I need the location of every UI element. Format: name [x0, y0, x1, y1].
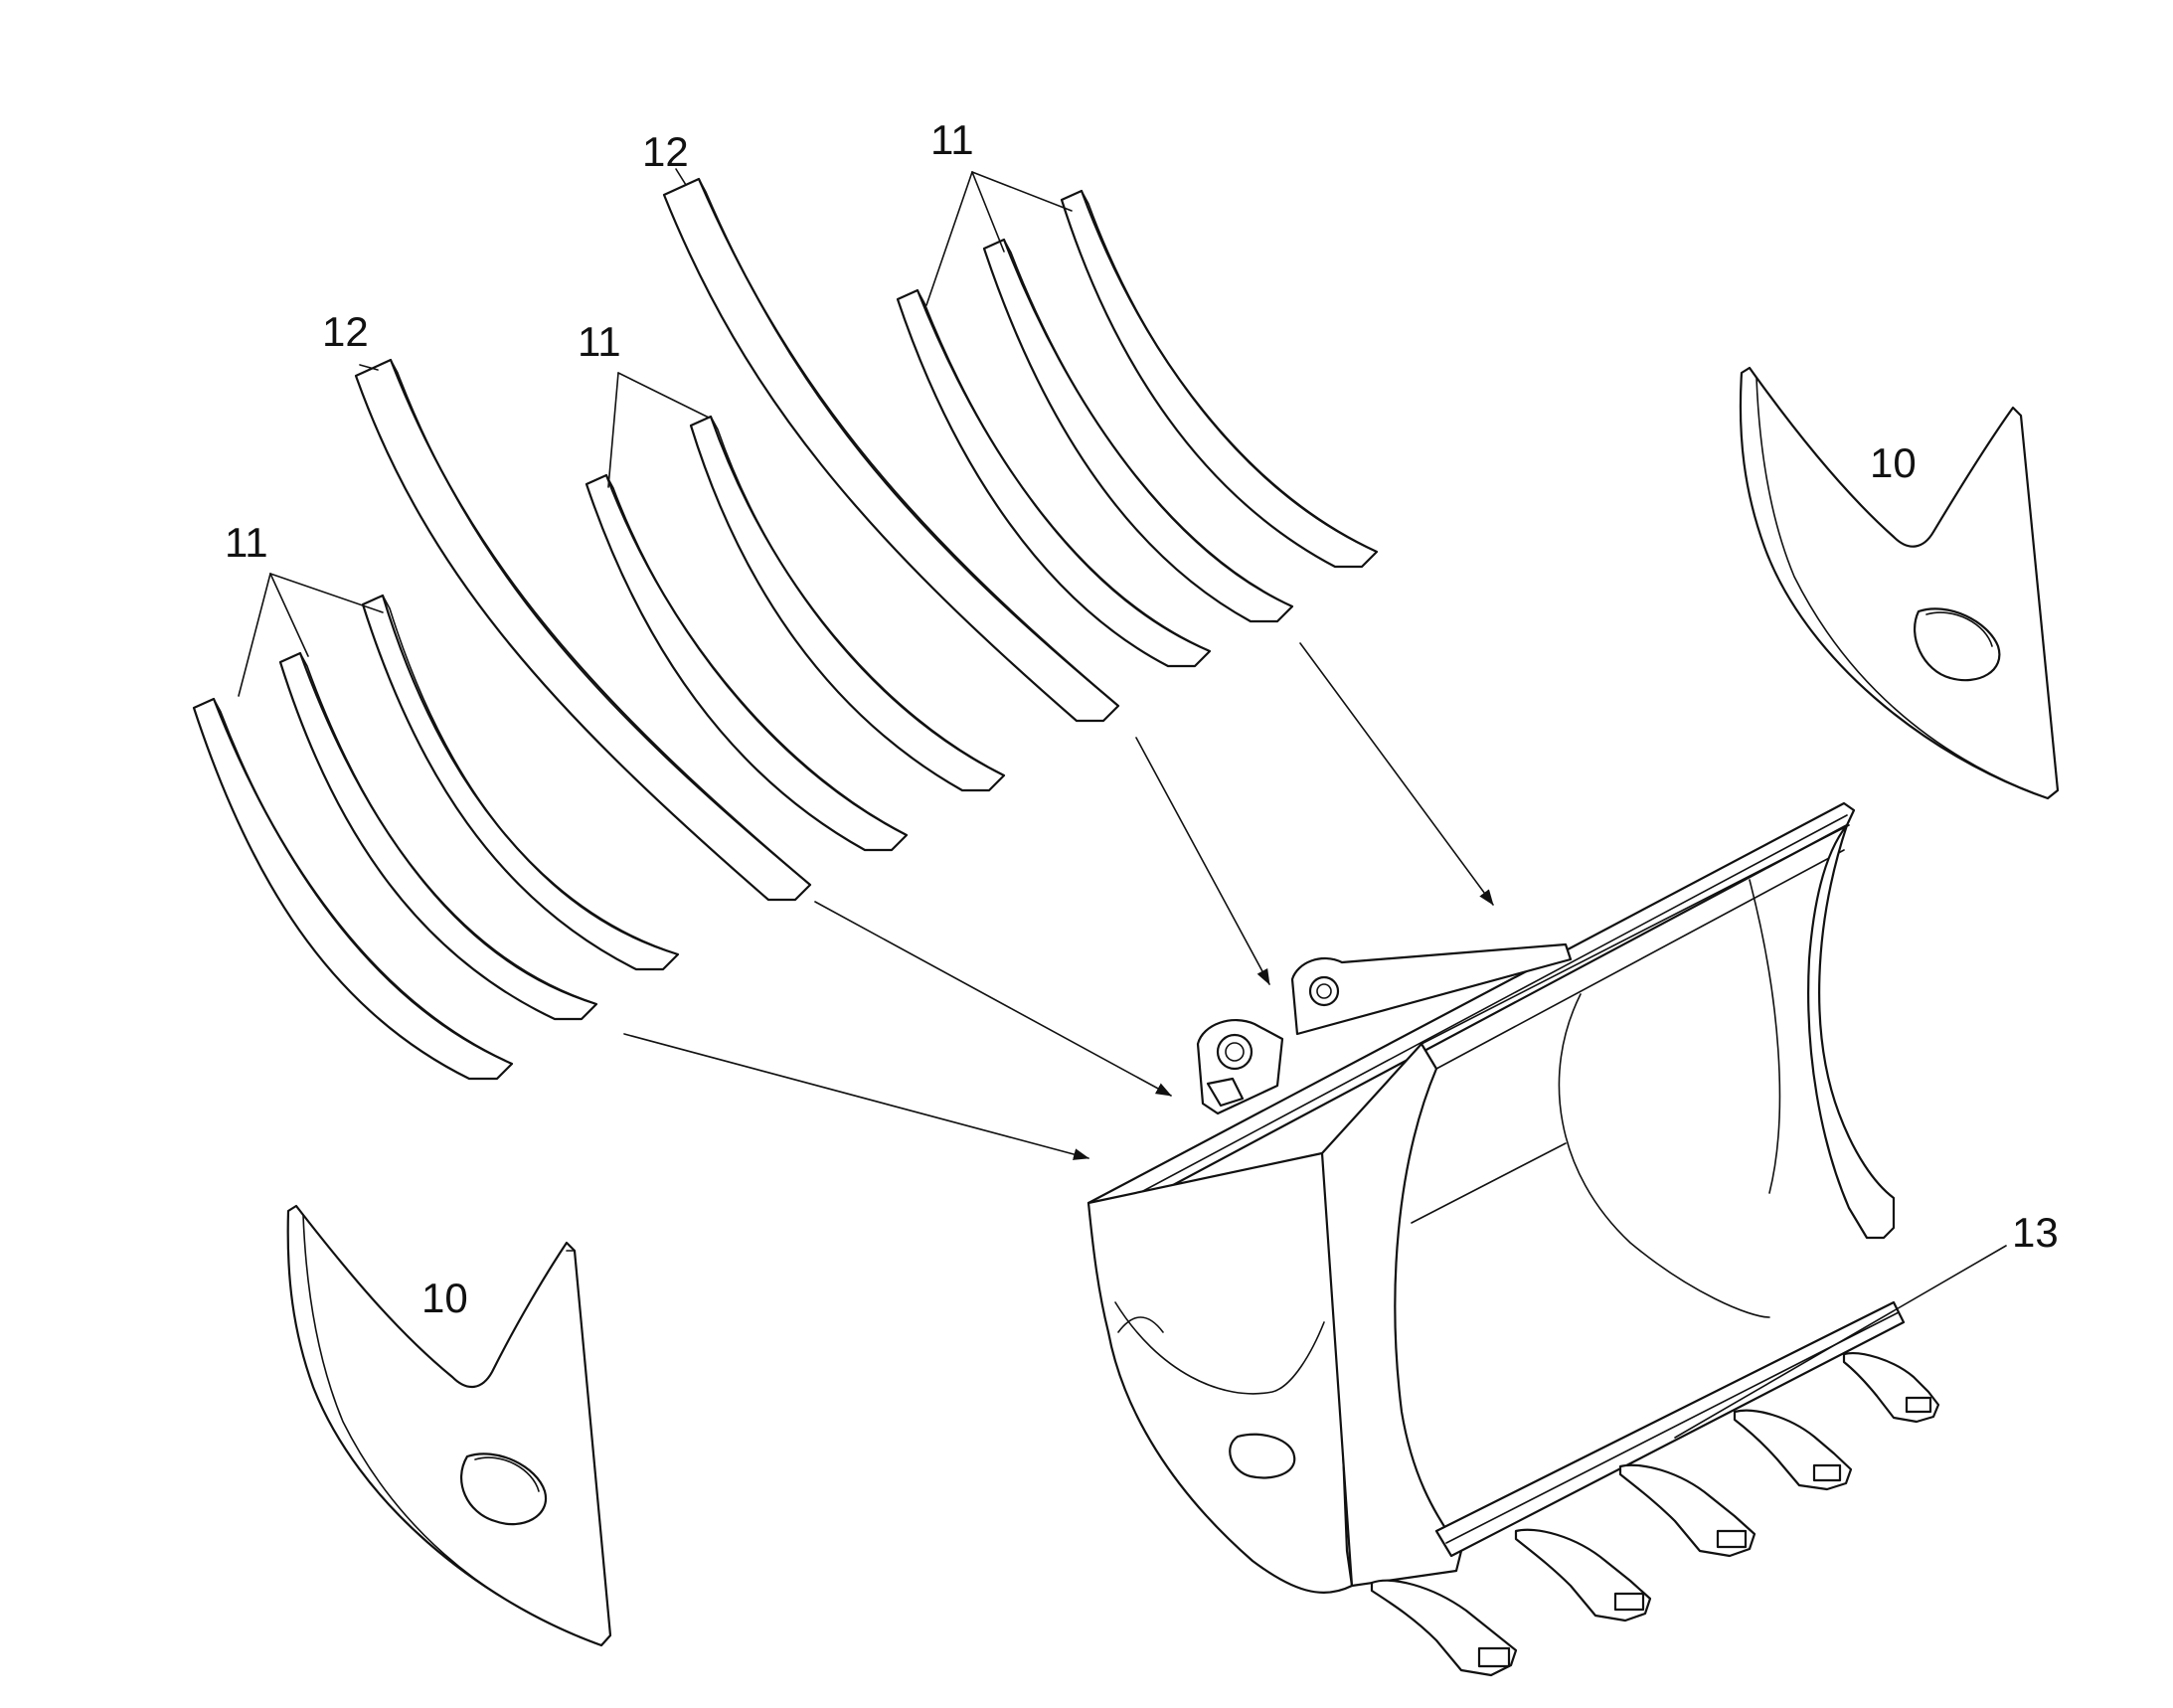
assembly-arrows: [623, 642, 1494, 1160]
wear-bars: [192, 177, 1379, 1081]
bucket-teeth: [1370, 1352, 1940, 1677]
loader-bucket: [1086, 801, 1940, 1677]
wear-bar-11-a: [192, 697, 514, 1081]
callout-10-left: 10: [421, 1275, 468, 1321]
callout-12-right: 12: [642, 128, 689, 175]
wear-bar-11-f: [896, 288, 1212, 668]
callout-12-left: 12: [322, 308, 369, 355]
wear-bar-11-d: [585, 473, 909, 852]
callout-labels: 12 12 11 11 11 10 10 13: [225, 116, 2059, 1321]
callout-11-right: 11: [930, 116, 974, 163]
callout-11-middle: 11: [578, 318, 621, 365]
wear-bar-11-c: [361, 594, 680, 971]
callout-11-left: 11: [225, 519, 268, 566]
side-plate-right: [1739, 366, 2060, 800]
wear-bar-11-b: [278, 651, 598, 1021]
side-plate-left: [286, 1204, 612, 1647]
wear-bar-11-g: [982, 238, 1294, 623]
wear-bar-11-h: [1060, 189, 1379, 569]
callout-13: 13: [2012, 1209, 2059, 1256]
leader-lines: [238, 168, 2007, 1439]
wear-bar-11-e: [689, 415, 1006, 792]
wear-bar-12-left: [354, 358, 812, 902]
callout-10-right: 10: [1870, 439, 1917, 486]
wear-bar-12-right: [662, 177, 1120, 723]
